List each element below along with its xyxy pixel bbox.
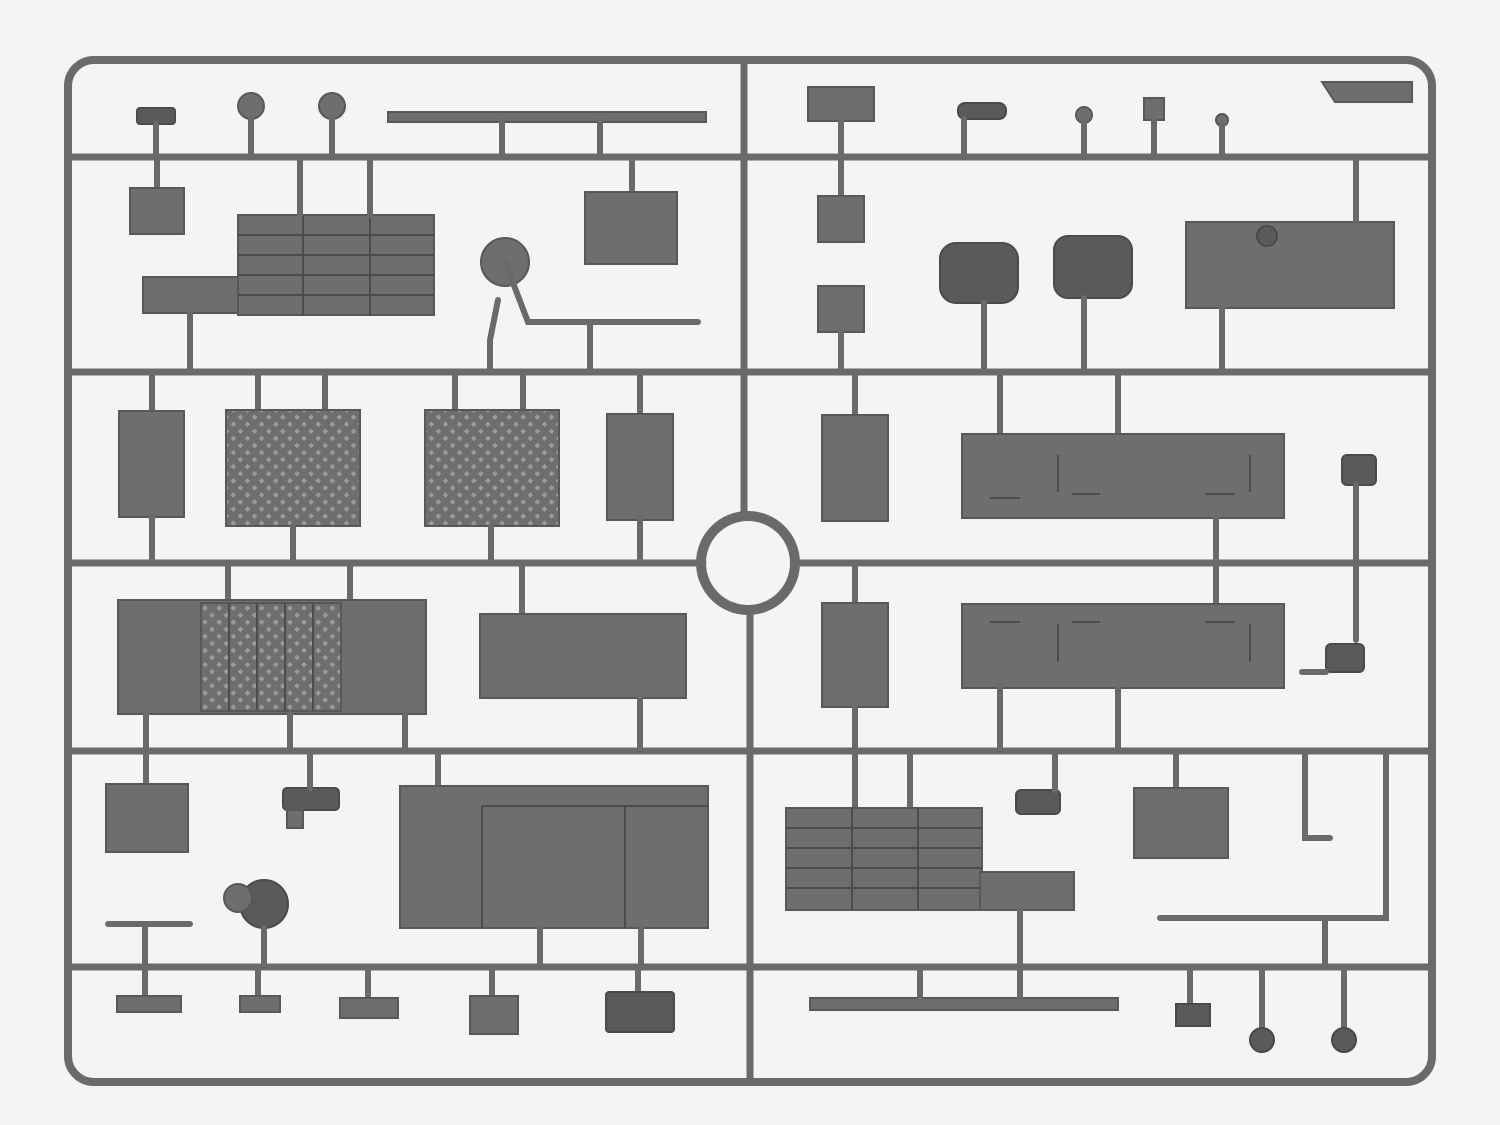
part-vise-right <box>1015 789 1061 815</box>
part-bar-bottom <box>809 997 1119 1011</box>
part-bracket-bottom-1 <box>116 995 182 1013</box>
part-tank-1 <box>939 242 1019 304</box>
part-bracket-bottom-3 <box>339 997 399 1019</box>
part-flat-panel-mid <box>479 613 687 699</box>
section-left-3 <box>117 560 687 754</box>
part-box-bottom-1 <box>469 995 519 1035</box>
part-headlight-bottom-2 <box>1331 1027 1357 1053</box>
section-left-1 <box>129 154 701 375</box>
part-cube-small <box>1143 97 1165 121</box>
bottom-row-parts <box>116 964 1357 1053</box>
part-mesh-panel-2 <box>424 409 560 527</box>
part-door-mid <box>606 413 674 521</box>
part-lamp-assembly-bottom <box>1325 643 1365 673</box>
part-bracket-bottom-2 <box>239 995 281 1013</box>
section-right-3 <box>821 560 1285 754</box>
part-panel-right-bottom <box>1133 787 1229 859</box>
part-panel-upper-mid <box>584 191 678 265</box>
part-drawer-cabinet <box>237 214 435 316</box>
center-ring <box>696 511 800 615</box>
section-right-1 <box>817 154 1395 375</box>
part-drawer-cabinet-right <box>785 807 983 911</box>
part-vise-small <box>282 787 340 811</box>
part-mesh-panel-1 <box>225 409 361 527</box>
part-bracket-lower <box>817 285 865 333</box>
part-box-left-bottom <box>105 783 189 853</box>
part-drawer-cabinet-right-base <box>979 871 1075 911</box>
part-box-bottom-3 <box>1175 1003 1211 1027</box>
row-1-parts <box>136 86 1229 160</box>
part-long-panel-2 <box>961 603 1285 689</box>
part-box-small-left <box>129 187 185 235</box>
corner-tab <box>1320 81 1413 103</box>
section-left-4 <box>105 748 709 970</box>
section-right-4 <box>785 748 1389 970</box>
part-headlight-1 <box>237 92 265 120</box>
part-door-right-2 <box>821 602 889 708</box>
section-left-2 <box>118 369 674 566</box>
sprue-rails <box>64 56 1436 1086</box>
part-bar-top <box>387 111 707 123</box>
part-vise-stand <box>286 809 304 829</box>
part-grille-mesh <box>200 602 342 712</box>
part-extinguisher <box>957 102 1007 120</box>
part-door-right-1 <box>821 414 889 522</box>
section-right-2 <box>821 369 1377 675</box>
part-tank-2 <box>1053 235 1133 299</box>
part-large-panel-right-top <box>1185 221 1395 309</box>
part-grinder-hub <box>223 883 253 913</box>
part-headlight-2 <box>318 92 346 120</box>
part-lamp-assembly-top <box>1341 454 1377 486</box>
part-long-panel-1 <box>961 433 1285 519</box>
part-filler-cap <box>1256 225 1278 247</box>
part-block-top <box>807 86 875 122</box>
part-drawer-cabinet-base <box>142 276 244 314</box>
part-headlight-bottom-1 <box>1249 1027 1275 1053</box>
part-large-panel-bottom <box>399 785 709 929</box>
part-box-bottom-2 <box>605 991 675 1033</box>
part-bracket-upper <box>817 195 865 243</box>
part-door-small-left <box>118 410 185 518</box>
